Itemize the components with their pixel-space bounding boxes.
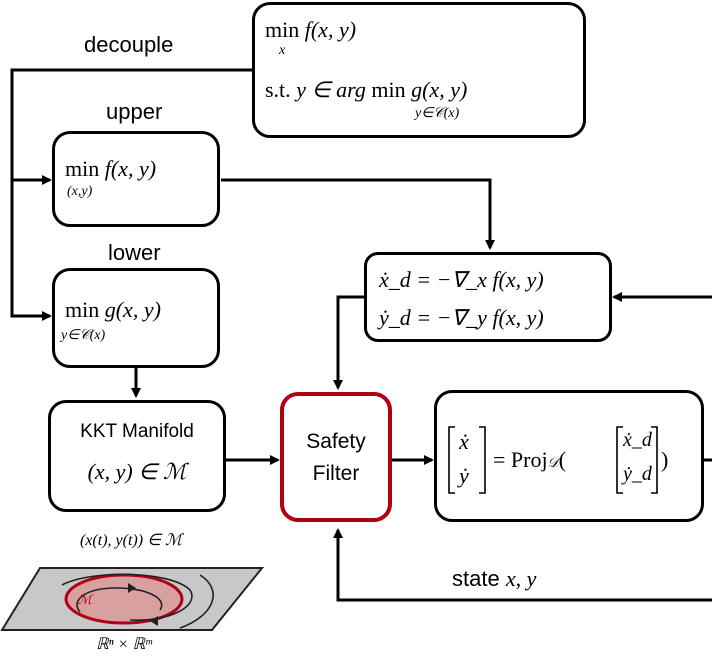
manifold-illustration — [0, 567, 265, 631]
manifold-inner-label: ℳ — [78, 592, 92, 607]
lhs-xdot: ẋ — [459, 429, 469, 454]
arrow-gradient-to-safety — [333, 295, 364, 390]
matrix-brackets — [448, 426, 658, 494]
argmin-subscript: y∈𝒞(x) — [415, 106, 460, 121]
proj-operator: = Proj𝒟( — [493, 447, 567, 472]
state-label: state x, y — [452, 566, 536, 592]
gradient-x: ẋ_d = −∇_x f(x, y) — [379, 267, 544, 292]
rhs-ydot-d: ẏ_d — [623, 463, 652, 485]
upper-subscript: (x,y) — [67, 184, 93, 199]
min-operator: min — [265, 17, 300, 42]
proj-text: = Proj — [493, 447, 548, 472]
upper-label: upper — [106, 99, 163, 124]
decouple-label: decouple — [84, 32, 174, 57]
lower-level-box: min g(x, y) y∈𝒞(x) — [52, 268, 220, 368]
upper-level-box: min f(x, y) (x,y) — [52, 131, 220, 227]
manifold-caption-top: (x(t), y(t)) ∈ ℳ — [80, 532, 183, 549]
kkt-title: KKT Manifold — [80, 421, 194, 442]
objective-g: g(x, y) — [411, 77, 468, 102]
manifold-caption-bottom: ℝⁿ × ℝᵐ — [96, 636, 152, 653]
kkt-manifold-box: KKT Manifold (x, y) ∈ ℳ — [48, 400, 226, 512]
objective-f: f(x, y) — [304, 17, 357, 42]
min-operator: min — [65, 156, 100, 181]
trajectory-curve — [76, 587, 163, 613]
rhs-xdot-d: ẋ_d — [623, 429, 652, 451]
trajectory-curve — [61, 573, 193, 621]
kkt-expr: (x, y) ∈ ℳ — [87, 459, 187, 484]
proj-subscript: 𝒟 — [547, 456, 559, 471]
problem-line1: min x f(x, y) — [265, 17, 357, 58]
lower-subscript: y∈𝒞(x) — [61, 328, 106, 343]
upper-objective: f(x, y) — [104, 156, 157, 181]
argmin-prefix: y ∈ arg — [296, 77, 366, 102]
arrow-state-to-safety — [333, 528, 712, 602]
trajectory-curve — [179, 574, 214, 629]
bilevel-problem-box: min x f(x, y) s.t. y ∈ arg min g(x, y) y… — [252, 2, 586, 138]
min-subscript: x — [279, 43, 286, 58]
upper-expr: min f(x, y) — [65, 156, 156, 182]
safety-filter-box: Safety Filter — [280, 392, 392, 522]
min-operator: min — [371, 77, 406, 102]
lower-label: lower — [108, 240, 161, 265]
proj-close-paren: ) — [661, 447, 669, 472]
trajectory-arrowhead — [128, 583, 136, 593]
state-text: state — [452, 566, 500, 591]
lower-expr: min g(x, y) — [65, 297, 161, 323]
gradient-flow-box: ẋ_d = −∇_x f(x, y) ẏ_d = −∇_y f(x, y) — [364, 252, 612, 342]
safety-line2: Filter — [312, 462, 360, 485]
safety-line1: Safety — [306, 430, 366, 453]
st-prefix: s.t. — [265, 77, 291, 102]
min-operator: min — [65, 297, 100, 322]
state-vars: x, y — [505, 566, 537, 591]
lhs-ydot: ẏ — [459, 463, 469, 488]
trajectory-arrowhead — [150, 616, 158, 626]
gradient-y: ẏ_d = −∇_y f(x, y) — [379, 305, 544, 330]
lower-objective: g(x, y) — [104, 297, 161, 322]
arrow-decouple-trunk — [10, 68, 252, 321]
problem-line2: s.t. y ∈ arg min g(x, y) — [265, 77, 467, 103]
projection-box: ẋ ẏ = Proj𝒟( ẋ_d ẏ_d ) — [434, 390, 704, 522]
arrow-upper-to-gradient — [221, 178, 495, 250]
